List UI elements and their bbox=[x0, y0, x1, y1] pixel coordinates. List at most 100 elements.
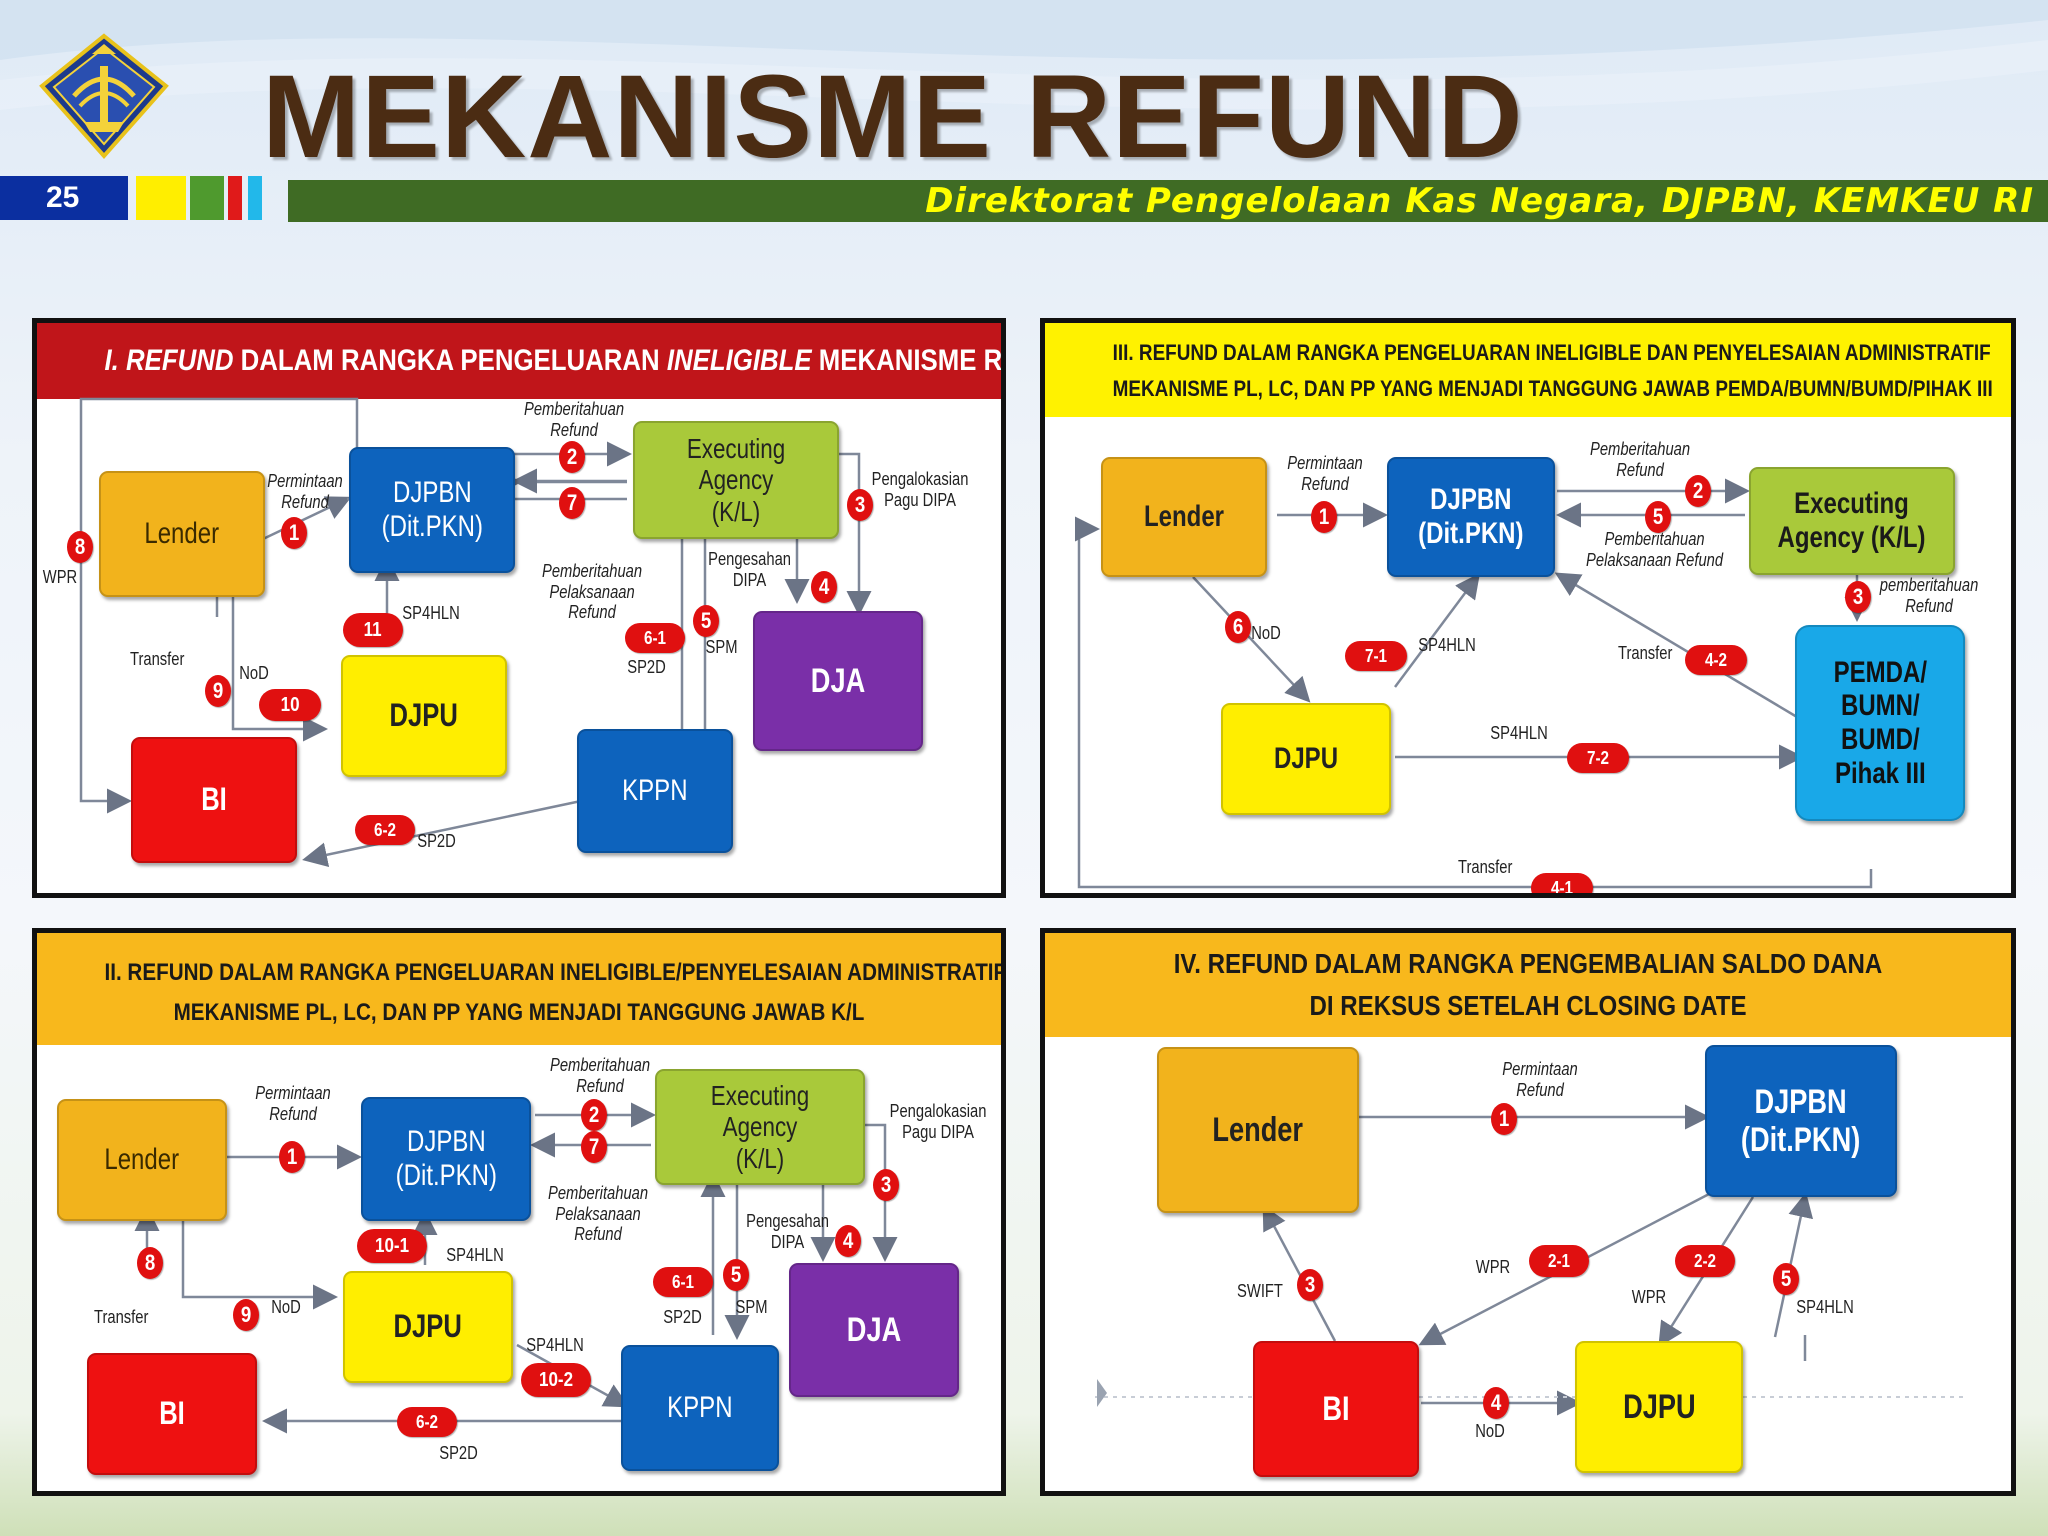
badge-8: 8 bbox=[67, 531, 93, 563]
panel-reksus-diagram: Lender DJPBN (Dit.PKN) Executing Agency … bbox=[37, 397, 1001, 893]
badge-10-1: 10-1 bbox=[357, 1229, 427, 1263]
panel-closing-date-title: IV. REFUND DALAM RANGKA PENGEMBALIAN SAL… bbox=[1045, 933, 2011, 1037]
node-djpu: DJPU bbox=[341, 655, 507, 777]
panel-reksus: I. REFUND DALAM RANGKA PENGELUARAN INELI… bbox=[32, 318, 1006, 898]
label-transfer: Transfer bbox=[129, 649, 185, 669]
label-transfer-lender: Transfer bbox=[1457, 857, 1513, 877]
kemenkeu-logo-icon bbox=[39, 33, 169, 160]
badge-2-2: 2-2 bbox=[1675, 1245, 1735, 1277]
badge-3: 3 bbox=[847, 489, 873, 521]
node-executing-agency: Executing Agency (K/L) bbox=[633, 421, 839, 539]
badge-11: 11 bbox=[343, 613, 403, 647]
label-pemberitahuan-refund: Pemberitahuan Refund bbox=[549, 1055, 651, 1096]
label-sp2d-bi: SP2D bbox=[417, 831, 457, 851]
badge-10-2: 10-2 bbox=[521, 1363, 591, 1397]
badge-3: 3 bbox=[1845, 581, 1871, 613]
badge-5: 5 bbox=[1645, 501, 1671, 533]
badge-6-1: 6-1 bbox=[653, 1267, 713, 1297]
department-text: Direktorat Pengelolaan Kas Negara, DJPBN… bbox=[925, 181, 2034, 221]
label-permintaan-refund: Permintaan Refund bbox=[1287, 453, 1363, 494]
label-pelaksanaan-refund: Pemberitahuan Pelaksanaan Refund bbox=[547, 1183, 649, 1245]
node-executing-agency: Executing Agency (K/L) bbox=[1749, 467, 1955, 575]
badge-1: 1 bbox=[279, 1141, 305, 1173]
label-pemberitahuan-refund: Pemberitahuan Refund bbox=[523, 399, 625, 440]
color-strip-red bbox=[228, 176, 242, 220]
panel-kl-diagram: Lender DJPBN (Dit.PKN) Executing Agency … bbox=[37, 1045, 1001, 1491]
node-dja: DJA bbox=[789, 1263, 959, 1397]
badge-6-2: 6-2 bbox=[397, 1407, 457, 1437]
badge-9: 9 bbox=[205, 675, 231, 707]
label-swift: SWIFT bbox=[1237, 1281, 1283, 1301]
panel-kl: II. REFUND DALAM RANGKA PENGELUARAN INEL… bbox=[32, 928, 1006, 1496]
node-djpbn: DJPBN (Dit.PKN) bbox=[1705, 1045, 1897, 1197]
label-pengesahan: Pengesahan DIPA bbox=[708, 549, 792, 590]
badge-1: 1 bbox=[1491, 1103, 1517, 1135]
badge-10: 10 bbox=[259, 689, 321, 721]
label-sp2d-kppn: SP2D bbox=[627, 657, 667, 677]
label-permintaan-refund: Permintaan Refund bbox=[255, 1083, 331, 1124]
node-lender: Lender bbox=[1101, 457, 1267, 577]
badge-2: 2 bbox=[1685, 475, 1711, 507]
label-wpr-bi: WPR bbox=[1475, 1257, 1511, 1277]
badge-7-1: 7-1 bbox=[1345, 641, 1407, 671]
panel-closing-date-diagram: Lender DJPBN (Dit.PKN) BI DJPU Permintaa… bbox=[1045, 1037, 2011, 1491]
label-sp2d-kppn: SP2D bbox=[663, 1307, 703, 1327]
badge-6-2: 6-2 bbox=[355, 815, 415, 845]
node-bi: BI bbox=[1253, 1341, 1419, 1477]
label-spm: SPM bbox=[705, 637, 738, 657]
color-strip-green bbox=[190, 176, 224, 220]
label-transfer-djpbn: Transfer bbox=[1617, 643, 1673, 663]
panel-reksus-title: I. REFUND DALAM RANGKA PENGELUARAN INELI… bbox=[37, 323, 1001, 399]
label-sp2d-bi: SP2D bbox=[439, 1443, 479, 1463]
node-kppn: KPPN bbox=[621, 1345, 779, 1471]
label-sp4hln: SP4HLN bbox=[1796, 1297, 1854, 1317]
label-sp4hln-pemda: SP4HLN bbox=[1490, 723, 1548, 743]
badge-1: 1 bbox=[281, 517, 307, 549]
label-pemberitahuan-refund-pemda: pemberitahuan Refund bbox=[1879, 575, 1979, 616]
label-sp4hln-kppn: SP4HLN bbox=[526, 1335, 584, 1355]
badge-6-1: 6-1 bbox=[625, 623, 685, 653]
badge-7: 7 bbox=[559, 487, 585, 519]
badge-6: 6 bbox=[1225, 611, 1251, 643]
label-nod: NoD bbox=[1251, 623, 1281, 643]
panel-closing-date: IV. REFUND DALAM RANGKA PENGEMBALIAN SAL… bbox=[1040, 928, 2016, 1496]
badge-5: 5 bbox=[723, 1259, 749, 1291]
panel-pemda-arrows bbox=[1075, 478, 1873, 889]
node-bi: BI bbox=[87, 1353, 257, 1475]
label-transfer: Transfer bbox=[93, 1307, 149, 1327]
badge-2-1: 2-1 bbox=[1529, 1245, 1589, 1277]
background-swoosh bbox=[0, 0, 2048, 110]
badge-4: 4 bbox=[1483, 1387, 1509, 1419]
badge-4: 4 bbox=[811, 571, 837, 603]
node-djpbn: DJPBN (Dit.PKN) bbox=[349, 447, 515, 573]
color-strip-yellow bbox=[136, 176, 186, 220]
label-sp4hln: SP4HLN bbox=[402, 603, 460, 623]
label-pengesahan: Pengesahan DIPA bbox=[746, 1211, 830, 1252]
badge-7: 7 bbox=[581, 1131, 607, 1163]
badge-5: 5 bbox=[693, 605, 719, 637]
color-strip-cyan bbox=[248, 176, 262, 220]
panel-kl-title: II. REFUND DALAM RANGKA PENGELUARAN INEL… bbox=[37, 933, 1001, 1045]
label-wpr: WPR bbox=[42, 567, 78, 587]
panel-pemda: III. REFUND DALAM RANGKA PENGELUARAN INE… bbox=[1040, 318, 2016, 898]
node-pemda: PEMDA/ BUMN/ BUMD/ Pihak III bbox=[1795, 625, 1965, 821]
badge-3: 3 bbox=[873, 1169, 899, 1201]
page-title: MEKANISME REFUND bbox=[262, 51, 1524, 183]
badge-8: 8 bbox=[137, 1247, 163, 1279]
node-lender: Lender bbox=[1157, 1047, 1359, 1213]
badge-3: 3 bbox=[1297, 1269, 1323, 1301]
badge-2: 2 bbox=[559, 441, 585, 473]
label-pemberitahuan-refund: Pemberitahuan Refund bbox=[1589, 439, 1691, 480]
badge-1: 1 bbox=[1311, 501, 1337, 533]
label-permintaan-refund: Permintaan Refund bbox=[1502, 1059, 1578, 1100]
node-kppn: KPPN bbox=[577, 729, 733, 853]
badge-4-1: 4-1 bbox=[1531, 873, 1593, 893]
department-bar: Direktorat Pengelolaan Kas Negara, DJPBN… bbox=[288, 180, 2048, 222]
badge-9: 9 bbox=[233, 1299, 259, 1331]
label-pengalokasian: Pengalokasian Pagu DIPA bbox=[871, 469, 969, 510]
label-pelaksanaan-refund: Pemberitahuan Pelaksanaan Refund bbox=[541, 561, 643, 623]
node-bi: BI bbox=[131, 737, 297, 863]
node-djpbn: DJPBN (Dit.PKN) bbox=[1387, 457, 1555, 577]
label-nod: NoD bbox=[1475, 1421, 1505, 1441]
node-djpu: DJPU bbox=[343, 1271, 513, 1383]
